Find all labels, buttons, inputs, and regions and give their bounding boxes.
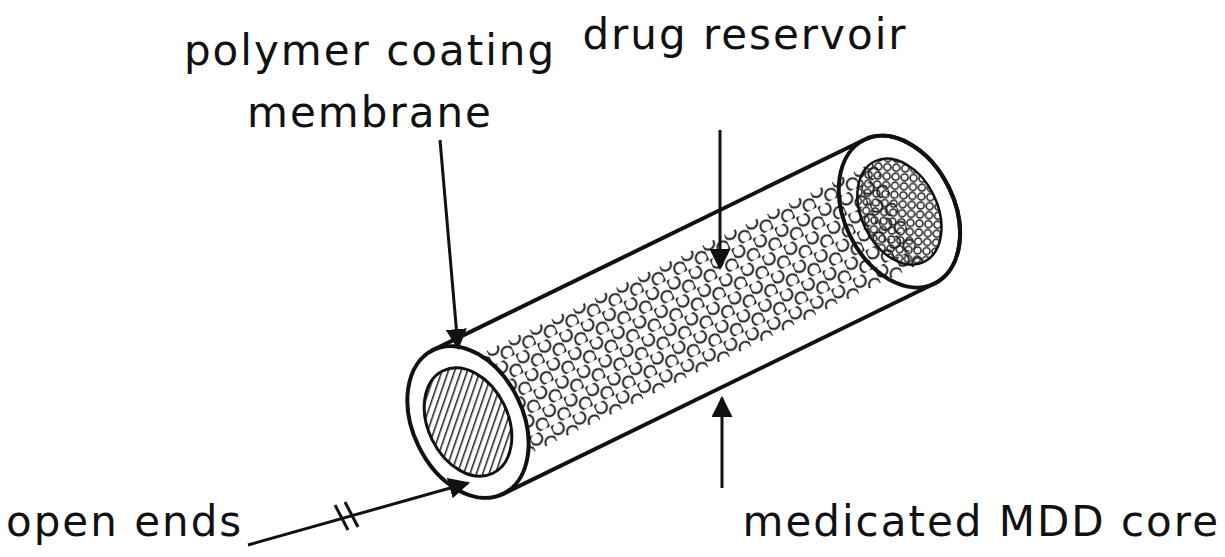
leader-line bbox=[248, 483, 468, 545]
leader-line bbox=[721, 398, 724, 488]
leader-line bbox=[719, 130, 722, 268]
part-label: drug reservoir bbox=[580, 4, 910, 66]
leader-line bbox=[440, 140, 458, 348]
part-label: open ends bbox=[6, 491, 266, 553]
part-label: polymer coating membrane bbox=[90, 20, 650, 144]
leader-tick bbox=[345, 502, 358, 527]
drug-rod bbox=[383, 116, 983, 518]
leader-tick bbox=[335, 505, 348, 530]
part-label: medicated MDD core bbox=[590, 491, 1220, 553]
